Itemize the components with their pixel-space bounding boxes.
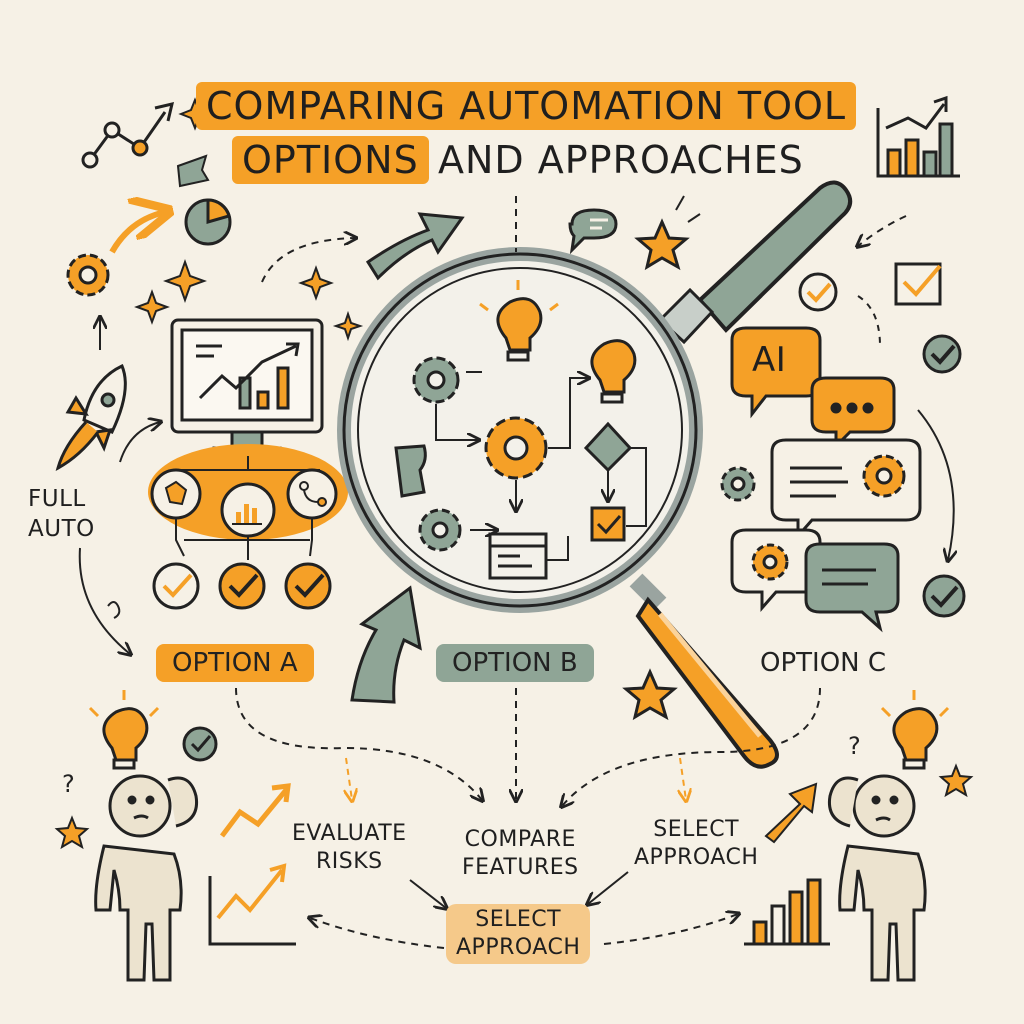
speech-bubble-icon [568,208,618,255]
monitor-chart-icon [170,318,324,458]
compare-features-step: COMPARE FEATURES [462,826,579,882]
puzzle-piece-icon [394,444,427,498]
star-rays [675,195,701,223]
gear-icon [66,253,110,297]
bar-chart-icon [744,878,830,946]
trend-arrow-icon [220,783,291,838]
browser-window-icon [488,532,548,580]
checkmark-icon [182,726,218,762]
line-chart-icon [208,863,296,946]
select-right-line-1: SELECT [653,817,740,842]
flowchart [435,371,647,561]
option-b-label[interactable]: OPTION B [436,644,594,682]
diamond-icon [583,421,633,473]
compare-line-1: COMPARE [464,827,576,852]
gear-icon [720,466,756,502]
title-line-2: AND APPROACHES [438,138,804,182]
title-line-1: COMPARING AUTOMATION TOOL [196,82,857,130]
option-c-label[interactable]: OPTION C [760,648,887,678]
option-a-tools [148,444,348,540]
flag-icon [176,154,210,188]
lightbulb-icon [496,297,637,404]
full-auto-line-1: FULL [28,486,86,512]
rocket-icon [55,363,127,472]
thinking-person-icon [827,774,927,982]
select-approach-step-right: SELECT APPROACH [634,816,758,872]
dashed-arrow [858,215,907,246]
svg-text:?: ? [62,770,75,798]
curved-arrow-icon [109,212,165,254]
pie-chart-icon [184,198,232,246]
compare-line-2: FEATURES [462,855,579,880]
bar-chart-icon [876,95,960,178]
gear-icon [412,356,548,552]
evaluate-line-1: EVALUATE [292,821,407,846]
full-auto-line-2: AUTO [28,516,95,542]
ai-bubble-text: AI [752,340,787,380]
checkmark-icon [798,262,966,618]
star-icon [622,668,678,721]
full-auto-label: FULL AUTO [28,484,95,544]
option-a-label[interactable]: OPTION A [156,644,314,682]
sparkle-icon [134,259,364,342]
star-icon [938,763,974,798]
sage-up-arrow-icon [350,585,422,704]
select-center-line-1: SELECT [475,907,562,932]
curved-arrow [119,422,160,463]
trend-line-icon [81,101,175,169]
select-center-line-2: APPROACH [456,935,581,960]
title-highlight: OPTIONS [232,136,429,184]
select-right-line-2: APPROACH [634,845,759,870]
star-icon [634,218,690,271]
dashed-arrow [261,238,355,283]
evaluate-line-2: RISKS [315,849,383,874]
evaluate-risks-step: EVALUATE RISKS [292,820,407,876]
star-icon [54,815,90,850]
lightbulb-rays [479,280,559,312]
select-approach-final[interactable]: SELECT APPROACH [446,904,591,964]
checkbox-icon [590,506,626,542]
trend-arrow-icon [764,782,818,844]
lightbulb-icon [892,707,939,770]
speech-bubble-icon [730,376,922,633]
checkmark-icon [152,562,332,610]
sage-arrow-icon [365,212,465,281]
lightbulb-icon [102,707,149,770]
thinking-person-icon [94,774,199,982]
svg-text:?: ? [848,732,861,760]
